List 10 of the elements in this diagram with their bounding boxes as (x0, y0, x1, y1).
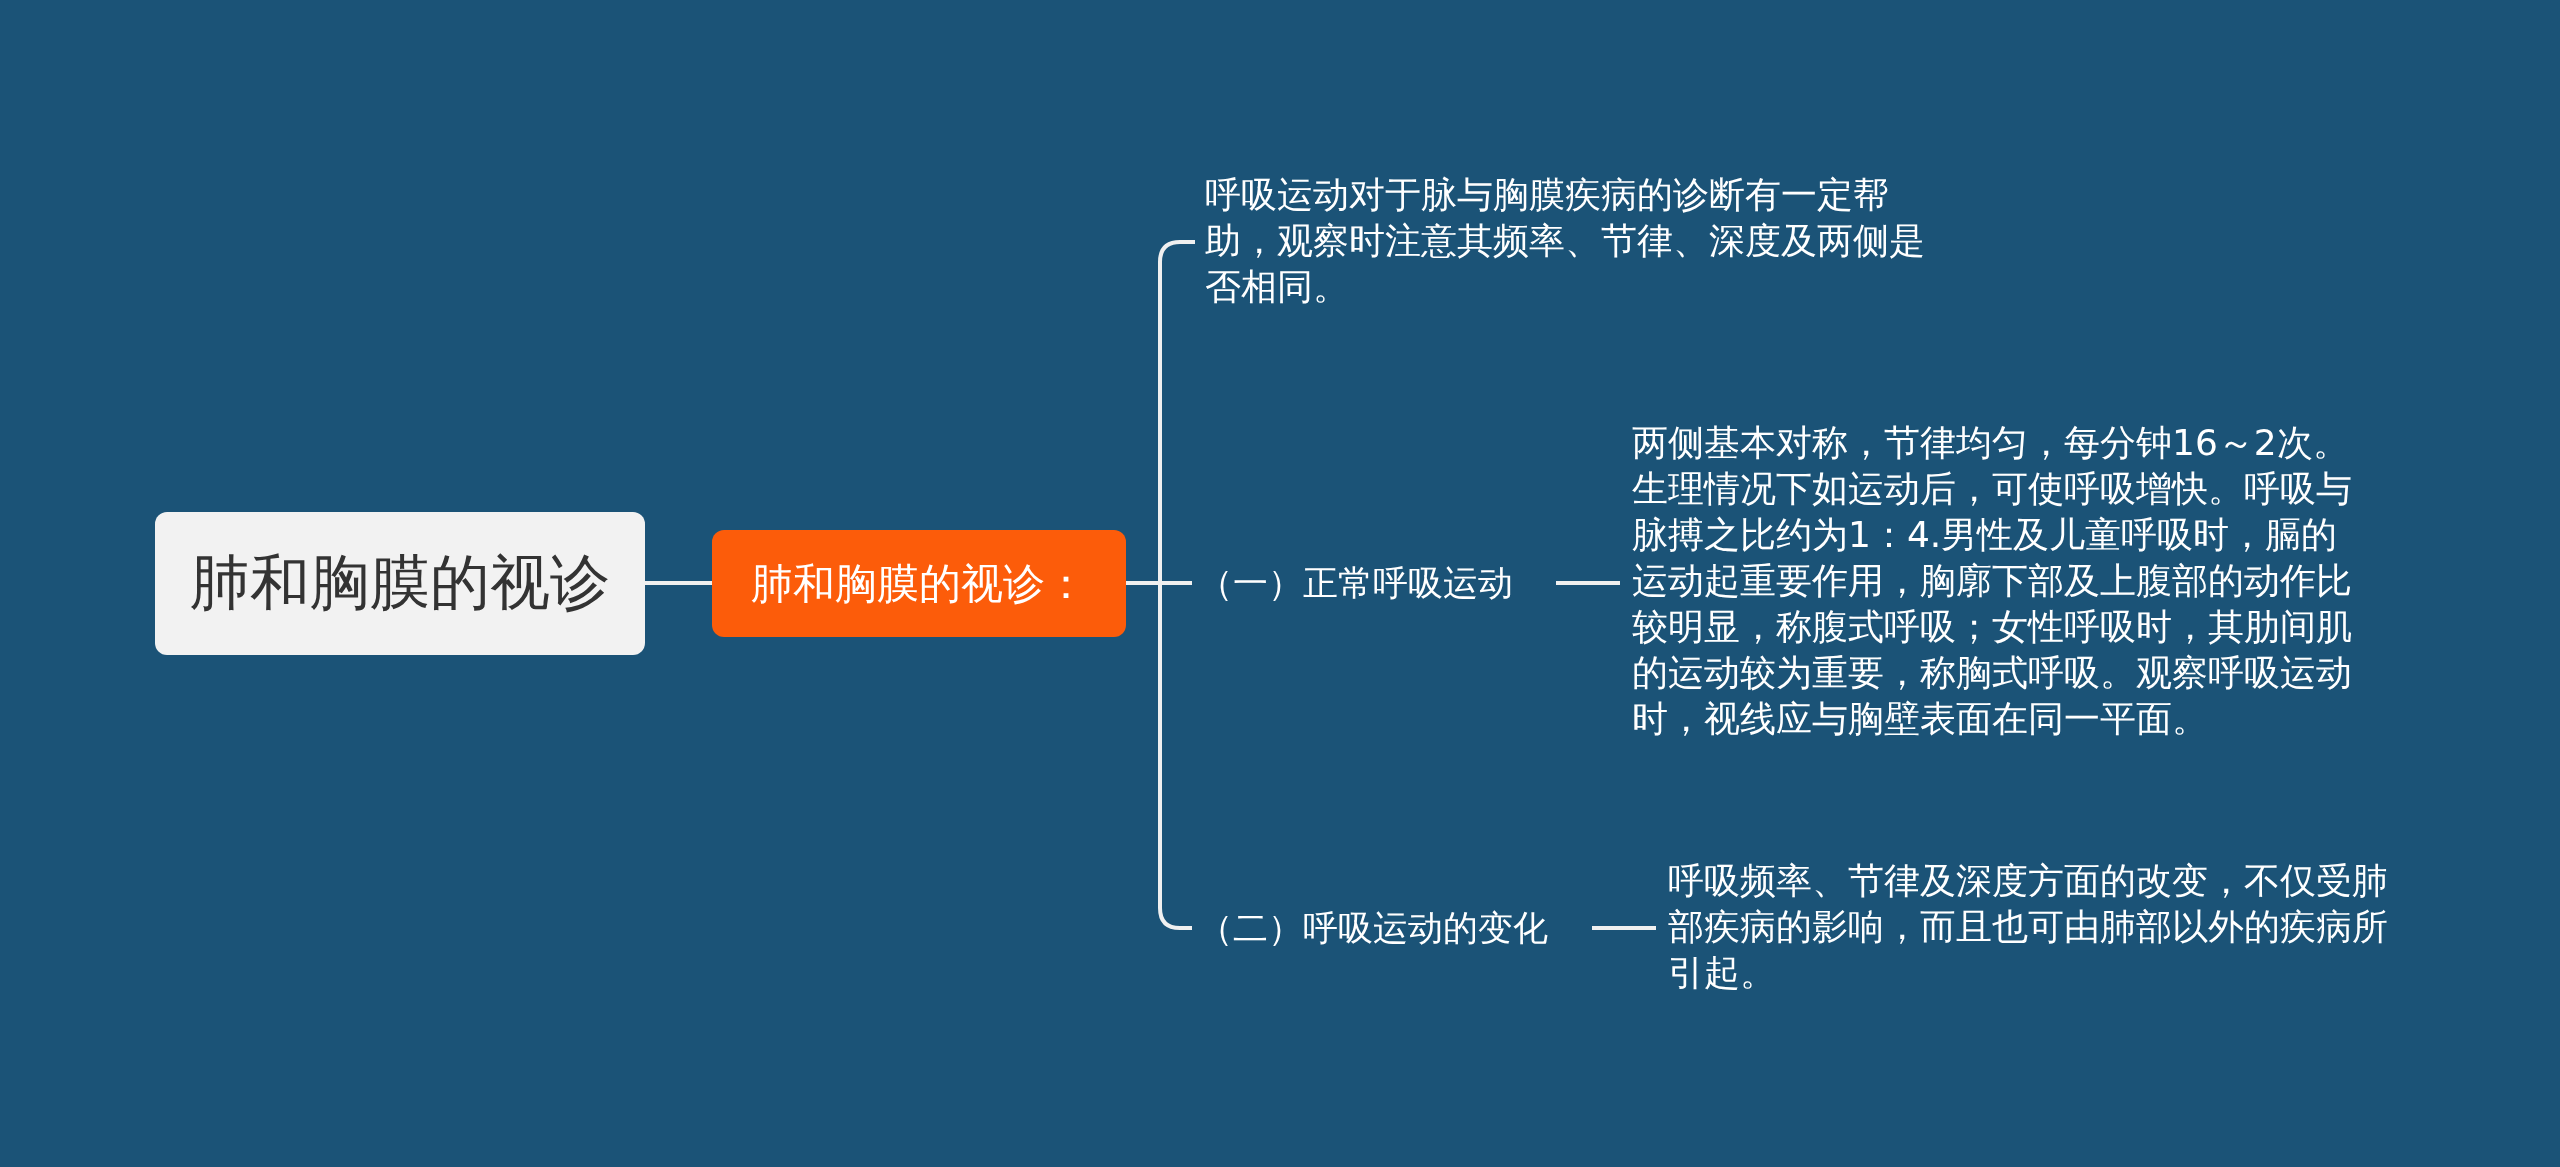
topic-box: 肺和胸膜的视诊： (712, 530, 1126, 637)
connector-line (1556, 581, 1620, 585)
branch-label: （一）正常呼吸运动 (1198, 560, 1550, 606)
branch-label: （二）呼吸运动的变化 (1198, 905, 1588, 951)
connector-line (645, 581, 712, 585)
note-text: 两侧基本对称，节律均匀，每分钟16～2次。生理情况下如运动后，可使呼吸增快。呼吸与脉搏之比约为1：4.男性及儿童呼吸时，膈的运动起重要作用，胸廓下部及上腹部的动作比较明显，称腹式呼吸；女性呼吸时，其肋间肌的运动较为重要，称胸式呼吸。观察呼吸运动时，视线应与胸壁表面在同一平面。 (1632, 420, 2367, 742)
note-text: 呼吸频率、节律及深度方面的改变，不仅受肺部疾病的影响，而且也可由肺部以外的疾病所引起。 (1668, 858, 2403, 996)
note-text: 呼吸运动对于脉与胸膜疾病的诊断有一定帮助，观察时注意其频率、节律、深度及两侧是否相同。 (1205, 172, 1940, 310)
root-box: 肺和胸膜的视诊 (155, 512, 645, 655)
connector-line (1592, 926, 1656, 930)
